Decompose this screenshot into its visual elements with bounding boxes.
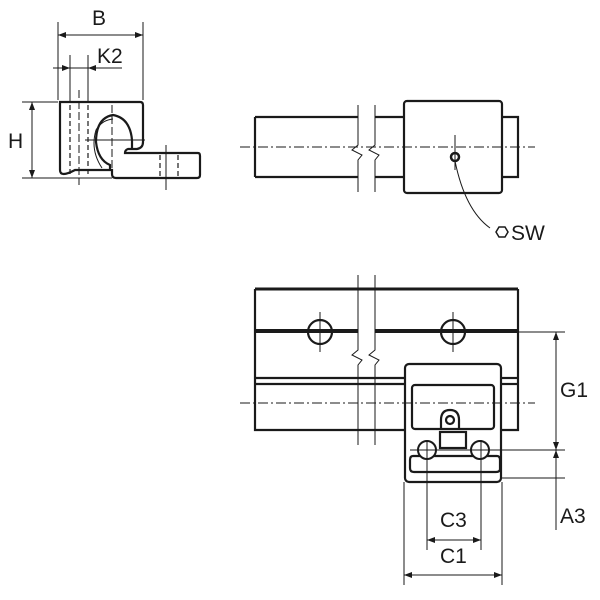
rail-profile [94,113,134,170]
dim-label-g1: G1 [560,379,588,402]
dim-label-c3: C3 [440,509,467,532]
side-view: SW [240,99,545,245]
dim-label-sw: SW [511,222,545,245]
hexagon-icon [495,226,509,238]
end-view: B K2 H [8,7,202,190]
carriage-top [403,362,503,484]
dim-label-k2: K2 [97,45,123,68]
dim-label-b: B [92,7,106,30]
dim-label-a3: A3 [560,505,586,528]
dim-label-c1: C1 [440,545,467,568]
dim-label-h: H [8,130,23,153]
top-view: G1 A3 C3 C1 [240,275,588,585]
